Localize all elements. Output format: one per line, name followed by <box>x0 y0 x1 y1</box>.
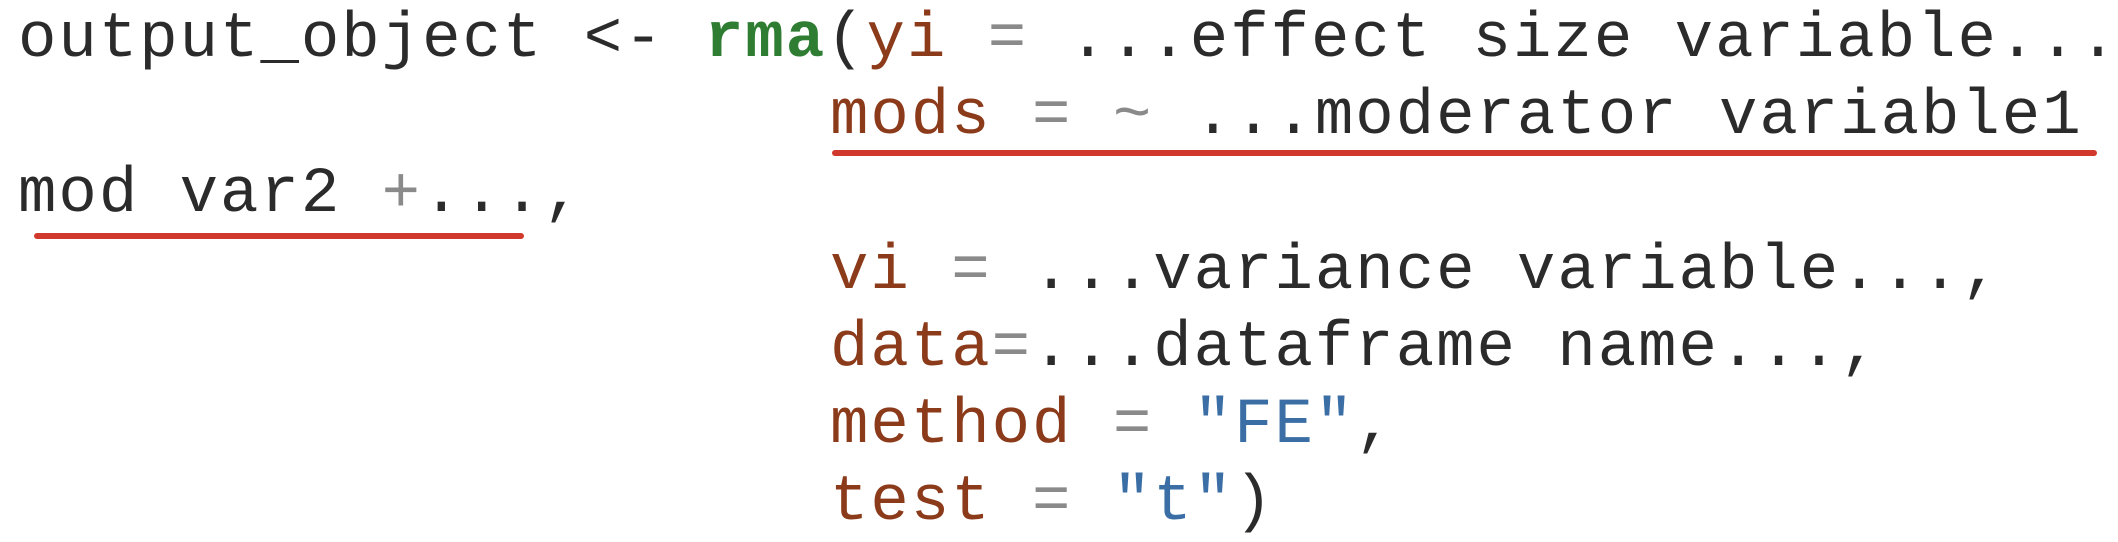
argument-name-test: test <box>830 467 992 539</box>
argument-value-mods: ...moderator variable1 <box>1193 81 2118 153</box>
assignment-text: output_object <- <box>18 4 705 76</box>
argument-value-data: ...dataframe name..., <box>1032 313 1881 385</box>
argument-name-method: method <box>830 390 1073 462</box>
operator: = ~ <box>991 81 1194 153</box>
plus-operator: + <box>381 159 423 231</box>
operator: = <box>947 4 1069 76</box>
code-line-2: mods = ~ ...moderator variable1 + <box>830 85 2118 149</box>
argument-value-yi: ...effect size variable..., <box>1068 4 2118 76</box>
code-line-3: mod var2 +..., <box>18 163 584 227</box>
code-line-4: vi = ...variance variable..., <box>830 240 2002 304</box>
argument-value-vi: ...variance variable..., <box>1032 236 2002 308</box>
close-paren: ) <box>1234 467 1275 539</box>
argument-name-vi: vi <box>830 236 911 308</box>
moderator-continuation-end: ..., <box>422 159 584 231</box>
code-line-7: test = "t") <box>830 471 1274 535</box>
operator: = <box>991 467 1113 539</box>
string-value-method: "FE" <box>1193 390 1356 462</box>
operator: = <box>910 236 1033 308</box>
mods-underline <box>832 150 2097 156</box>
argument-name-yi: yi <box>866 4 948 76</box>
mods-continuation-underline <box>34 233 524 239</box>
code-line-1: output_object <- rma(yi = ...effect size… <box>18 8 2118 72</box>
comma: , <box>1355 390 1396 462</box>
argument-name-data: data <box>830 313 992 385</box>
code-line-6: method = "FE", <box>830 394 1396 458</box>
moderator-continuation: mod var2 <box>18 159 382 231</box>
open-paren: ( <box>826 4 867 76</box>
operator: = <box>1072 390 1194 462</box>
operator: = <box>991 313 1033 385</box>
function-name: rma <box>704 4 827 76</box>
argument-name-mods: mods <box>830 81 992 153</box>
string-value-test: "t" <box>1112 467 1235 539</box>
code-line-5: data=...dataframe name..., <box>830 317 1881 381</box>
